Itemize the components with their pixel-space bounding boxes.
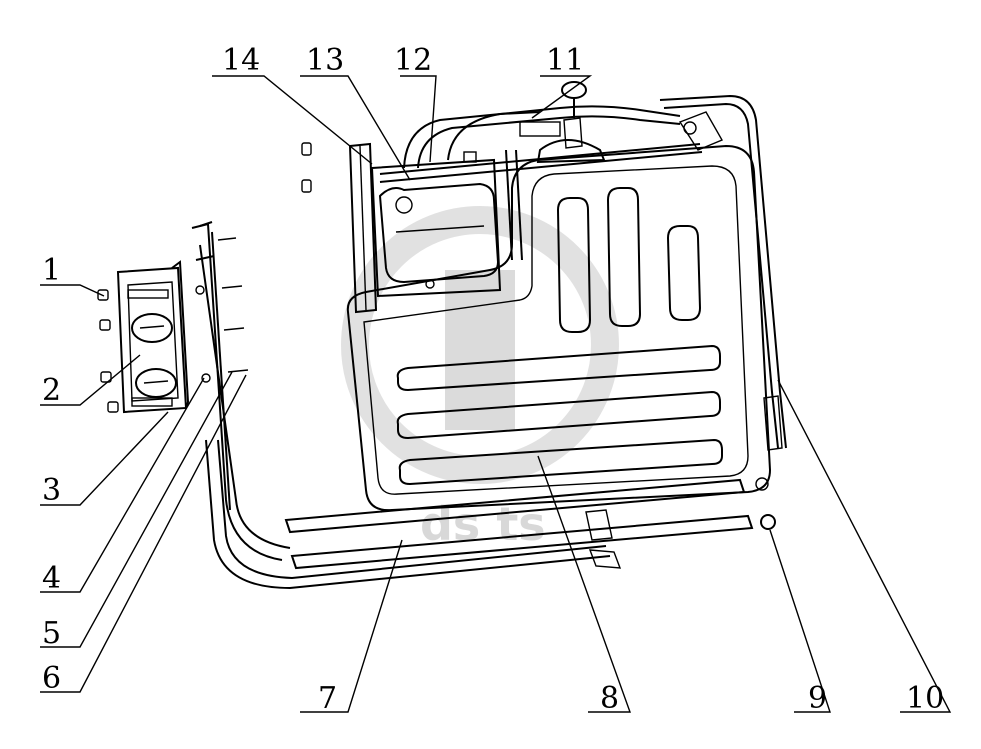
small-nuts xyxy=(97,142,312,413)
vertical-strap xyxy=(191,221,291,561)
callout-12: 12 xyxy=(394,43,432,78)
callout-10: 10 xyxy=(906,681,944,716)
callout-9: 9 xyxy=(808,681,827,716)
nut-9 xyxy=(755,477,776,530)
callout-labels: 1 2 3 4 5 6 7 8 9 10 11 12 13 14 xyxy=(42,43,944,716)
callout-2: 2 xyxy=(42,373,61,408)
callout-11: 11 xyxy=(546,43,584,78)
callout-1: 1 xyxy=(42,253,61,288)
right-strap xyxy=(659,94,787,451)
callout-8: 8 xyxy=(600,681,619,716)
callout-14: 14 xyxy=(222,43,260,78)
sender-unit-and-hoses xyxy=(348,105,703,314)
callout-6: 6 xyxy=(42,661,61,696)
callout-4: 4 xyxy=(42,561,61,596)
tank-body xyxy=(346,81,772,512)
callout-5: 5 xyxy=(42,616,61,651)
callout-3: 3 xyxy=(42,473,61,508)
callout-7: 7 xyxy=(318,681,337,716)
callout-13: 13 xyxy=(306,43,344,78)
leader-lines xyxy=(40,75,952,713)
bracket-plate xyxy=(116,260,190,414)
